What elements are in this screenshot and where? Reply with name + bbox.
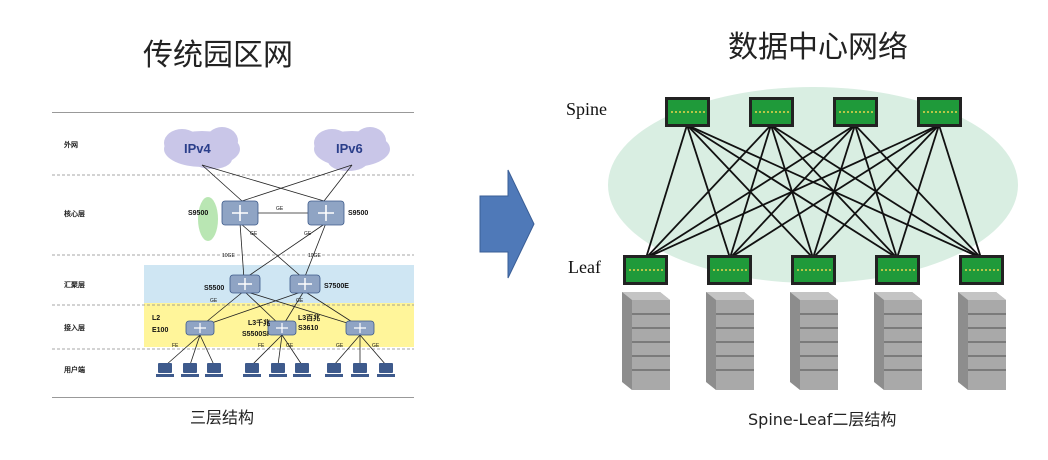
access-l3b-label: L3百兆 <box>298 315 321 322</box>
spine-switch-4 <box>917 97 962 127</box>
server-rack-3 <box>790 292 838 390</box>
tenge-label-1: 10GE <box>222 253 235 259</box>
access-switch-1 <box>185 320 215 336</box>
tenge-label-2: 10GE <box>308 253 321 259</box>
access-s5500si-label: S5500SI <box>242 331 269 338</box>
ge-label-3: GE <box>210 298 218 304</box>
aggregation-band <box>144 265 414 303</box>
left-title: 传统园区网 <box>143 38 293 73</box>
cloud-ipv4-label: IPv4 <box>184 141 211 156</box>
leaf-switch-3 <box>791 255 836 285</box>
layer-label-core: 核心层 <box>64 210 85 218</box>
left-caption: 三层结构 <box>190 408 255 427</box>
spine-switch-3 <box>833 97 878 127</box>
layer-label-access: 接入层 <box>64 324 85 332</box>
spine-switch-1 <box>665 97 710 127</box>
layer-label-user: 用户端 <box>64 366 85 374</box>
campus-links <box>165 164 387 366</box>
server-rack-5 <box>958 292 1006 390</box>
core-left-label: S9500 <box>188 210 209 217</box>
leaf-label: Leaf <box>568 257 601 277</box>
agg-switch-left <box>229 274 261 294</box>
leaf-switch-4 <box>875 255 920 285</box>
access-e100-label: E100 <box>152 327 169 334</box>
ge-label-5: GE <box>286 343 294 349</box>
spine-label: Spine <box>566 99 608 119</box>
layer-label-external: 外网 <box>64 141 78 149</box>
agg-right-label: S7500E <box>324 283 349 290</box>
spine-leaf-links <box>645 124 982 259</box>
layer-label-aggregation: 汇聚层 <box>64 281 85 289</box>
user-pcs <box>156 363 395 377</box>
highlight-ellipse <box>198 197 218 241</box>
server-rack-1 <box>622 292 670 390</box>
cloud-ipv6-shape <box>314 127 390 171</box>
ge-label-7: GE <box>372 343 380 349</box>
core-switch-right <box>307 200 345 226</box>
fe-label-2: FE <box>258 343 265 349</box>
leaf-switch-2 <box>707 255 752 285</box>
ge-label-6: GE <box>336 343 344 349</box>
right-title: 数据中心网络 <box>728 30 908 65</box>
cloud-ipv4-shape <box>164 127 240 169</box>
access-l3g-label: L3千兆 <box>248 320 271 327</box>
cloud-ipv6-label: IPv6 <box>336 141 363 156</box>
fe-label-1: FE <box>172 343 179 349</box>
spine-switch-2 <box>749 97 794 127</box>
agg-left-label: S5500 <box>204 285 225 292</box>
server-rack-4 <box>874 292 922 390</box>
campus-network-svg <box>52 127 414 377</box>
right-caption: Spine-Leaf二层结构 <box>748 410 897 429</box>
core-link-label: GE <box>276 206 284 212</box>
access-s3610-label: S3610 <box>298 325 319 332</box>
core-right-label: S9500 <box>348 210 369 217</box>
agg-switch-right <box>289 274 321 294</box>
leaf-switch-1 <box>623 255 668 285</box>
server-rack-2 <box>706 292 754 390</box>
ge-label-2: GE <box>304 231 312 237</box>
ge-label-4: GE <box>296 298 304 304</box>
campus-network-diagram: 外网 核心层 汇聚层 接入层 用户端 IPv4 IPv6 S9500 S9500… <box>52 112 414 398</box>
layer-separators <box>52 174 414 350</box>
ge-label-1: GE <box>250 231 258 237</box>
access-switch-3 <box>345 320 375 336</box>
core-switch-left <box>221 200 259 226</box>
leaf-switch-5 <box>959 255 1004 285</box>
access-switch-2 <box>267 320 297 336</box>
access-l2-label: L2 <box>152 315 161 322</box>
